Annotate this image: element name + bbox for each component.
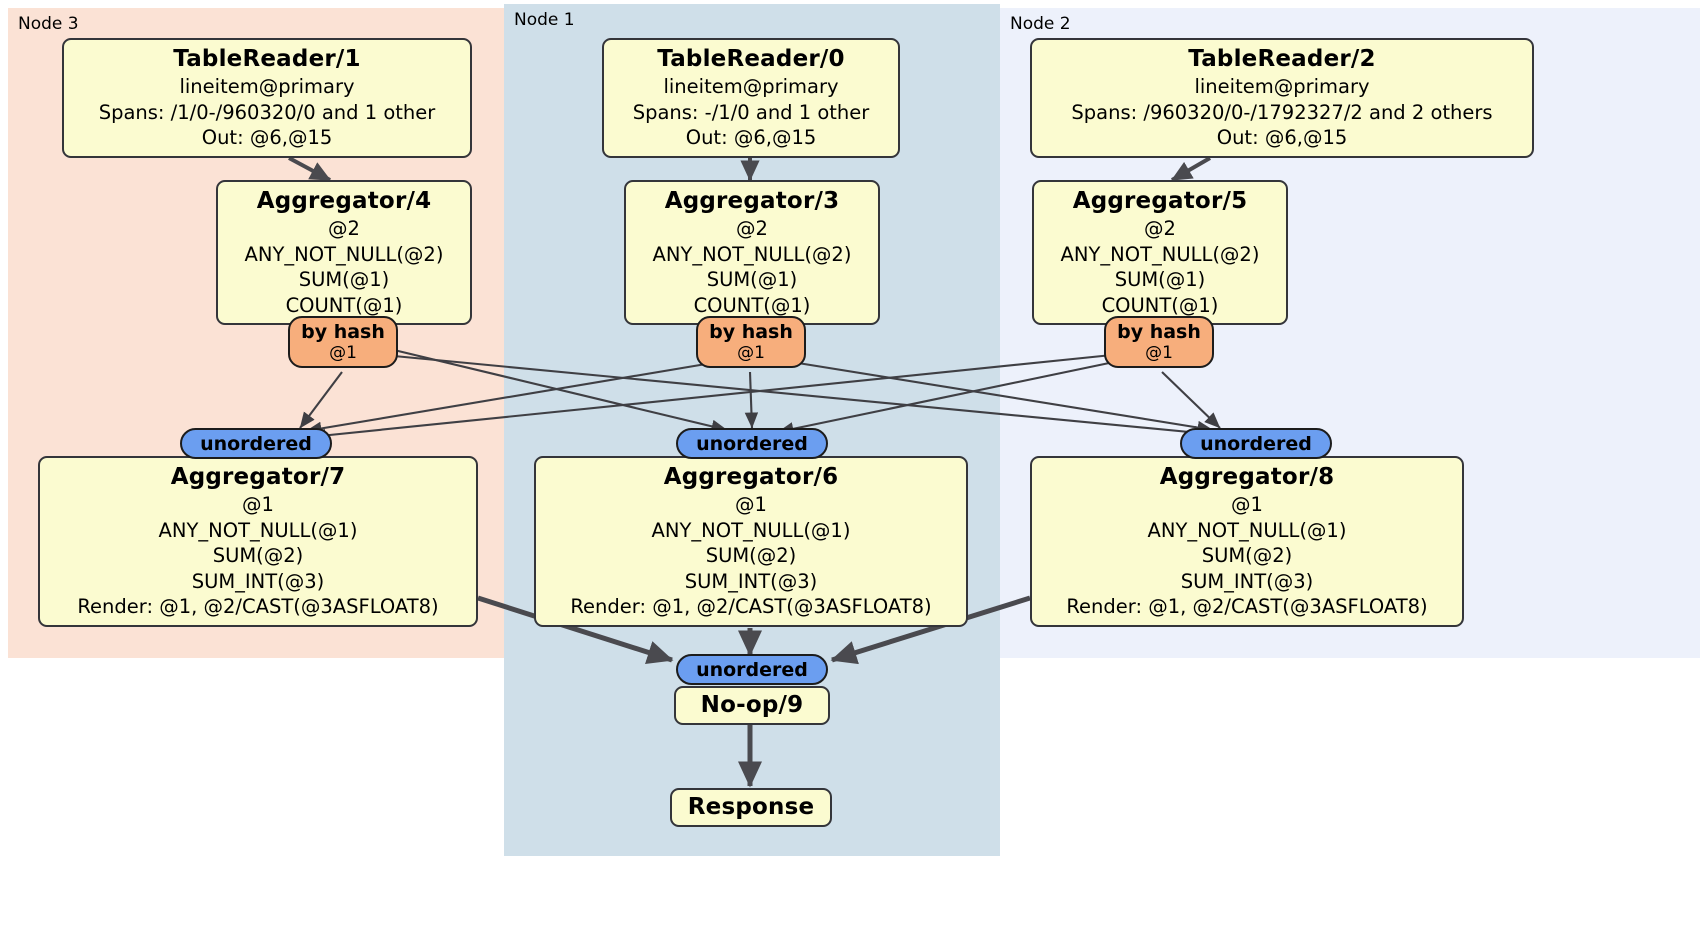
processor-title: Aggregator/8 [1159,464,1335,490]
router-sublabel: @1 [329,343,357,363]
processor-line: @1 [242,493,274,516]
processor-line: Render: @1, @2/CAST(@3ASFLOAT8) [570,595,932,618]
processor-line: ANY_NOT_NULL(@2) [1060,242,1260,266]
processor-aggregator-6[interactable]: Aggregator/6 @1 ANY_NOT_NULL(@1) SUM(@2)… [534,456,968,627]
node-panel-label-node2: Node 2 [1010,14,1071,34]
collector-unordered-right[interactable]: unordered [1180,428,1332,459]
processor-line: ANY_NOT_NULL(@1) [158,518,358,542]
processor-line: SUM(@1) [1114,268,1206,291]
processor-line: SUM(@2) [212,544,304,567]
processor-title: Aggregator/4 [256,188,432,214]
processor-line: Out: @6,@15 [201,126,333,149]
processor-line: @2 [736,217,768,240]
processor-line: SUM(@2) [705,544,797,567]
processor-title: TableReader/2 [1188,46,1376,72]
processor-line: Spans: /1/0-/960320/0 and 1 other [98,100,436,124]
processor-aggregator-4[interactable]: Aggregator/4 @2 ANY_NOT_NULL(@2) SUM(@1)… [216,180,472,325]
processor-line: COUNT(@1) [1101,293,1219,317]
processor-title: TableReader/0 [657,46,845,72]
router-by-hash-right[interactable]: by hash @1 [1104,316,1214,368]
node-panel-label-node3: Node 3 [18,14,79,34]
processor-line: SUM_INT(@3) [1180,569,1314,593]
processor-title: Response [687,794,815,820]
processor-line: ANY_NOT_NULL(@2) [244,242,444,266]
processor-title: Aggregator/3 [664,188,840,214]
node-panel-label-node1: Node 1 [514,10,575,30]
collector-unordered-center[interactable]: unordered [676,428,828,459]
router-sublabel: @1 [737,343,765,363]
collector-unordered-final[interactable]: unordered [676,654,828,685]
processor-line: lineitem@primary [1194,75,1370,98]
processor-line: lineitem@primary [179,75,355,98]
processor-line: @1 [735,493,767,516]
processor-response[interactable]: Response [670,788,832,827]
processor-aggregator-5[interactable]: Aggregator/5 @2 ANY_NOT_NULL(@2) SUM(@1)… [1032,180,1288,325]
processor-line: Out: @6,@15 [685,126,817,149]
processor-line: Render: @1, @2/CAST(@3ASFLOAT8) [1066,595,1428,618]
processor-table-reader-2[interactable]: TableReader/2 lineitem@primary Spans: /9… [1030,38,1534,158]
router-label: by hash [709,321,793,343]
router-label: by hash [301,321,385,343]
processor-line: SUM_INT(@3) [684,569,818,593]
router-label: by hash [1117,321,1201,343]
processor-line: ANY_NOT_NULL(@2) [652,242,852,266]
processor-table-reader-1[interactable]: TableReader/1 lineitem@primary Spans: /1… [62,38,472,158]
processor-title: Aggregator/6 [663,464,839,490]
processor-aggregator-3[interactable]: Aggregator/3 @2 ANY_NOT_NULL(@2) SUM(@1)… [624,180,880,325]
processor-line: SUM(@2) [1201,544,1293,567]
processor-line: Spans: -/1/0 and 1 other [632,100,870,124]
processor-line: ANY_NOT_NULL(@1) [1147,518,1347,542]
processor-aggregator-8[interactable]: Aggregator/8 @1 ANY_NOT_NULL(@1) SUM(@2)… [1030,456,1464,627]
processor-line: Out: @6,@15 [1216,126,1348,149]
processor-line: COUNT(@1) [693,293,811,317]
processor-line: lineitem@primary [663,75,839,98]
collector-unordered-left[interactable]: unordered [180,428,332,459]
router-sublabel: @1 [1145,343,1173,363]
processor-line: COUNT(@1) [285,293,403,317]
processor-line: @2 [328,217,360,240]
processor-line: SUM(@1) [706,268,798,291]
processor-noop-9[interactable]: No-op/9 [674,686,830,725]
processor-line: SUM(@1) [298,268,390,291]
processor-aggregator-7[interactable]: Aggregator/7 @1 ANY_NOT_NULL(@1) SUM(@2)… [38,456,478,627]
processor-title: No-op/9 [700,692,804,718]
processor-line: SUM_INT(@3) [191,569,325,593]
processor-title: TableReader/1 [173,46,361,72]
processor-line: @2 [1144,217,1176,240]
router-by-hash-left[interactable]: by hash @1 [288,316,398,368]
processor-title: Aggregator/5 [1072,188,1248,214]
processor-title: Aggregator/7 [170,464,346,490]
processor-line: Spans: /960320/0-/1792327/2 and 2 others [1071,100,1493,124]
processor-line: Render: @1, @2/CAST(@3ASFLOAT8) [77,595,439,618]
router-by-hash-center[interactable]: by hash @1 [696,316,806,368]
processor-line: ANY_NOT_NULL(@1) [651,518,851,542]
processor-table-reader-0[interactable]: TableReader/0 lineitem@primary Spans: -/… [602,38,900,158]
processor-line: @1 [1231,493,1263,516]
